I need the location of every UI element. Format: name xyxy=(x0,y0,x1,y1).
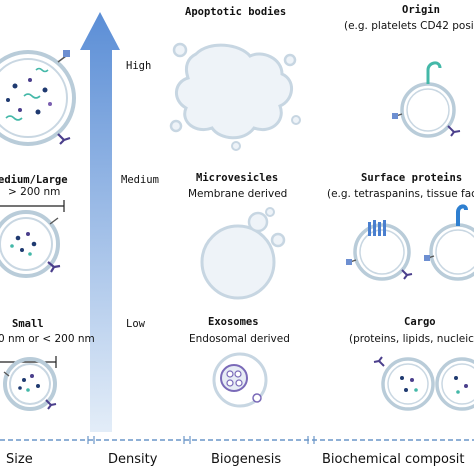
medium-vesicle-icon xyxy=(0,200,65,278)
exosomes-label: Exosomes xyxy=(208,316,259,328)
surface-vesicle-right-icon xyxy=(424,204,474,281)
density-high-label: High xyxy=(126,60,152,72)
surface-proteins-sub-label: (e.g. tetraspanins, tissue fac xyxy=(327,188,474,200)
microvesicle-icon xyxy=(200,207,286,300)
microvesicles-label: Microvesicles xyxy=(196,172,279,184)
footer-biogenesis-label: Biogenesis xyxy=(211,452,282,467)
small-vesicle-icon xyxy=(0,356,57,411)
footer-size-label: Size xyxy=(6,452,33,467)
density-medium-label: Medium xyxy=(121,174,159,186)
cargo-vesicle-right-icon xyxy=(435,357,474,411)
membrane-derived-label: Membrane derived xyxy=(188,188,288,200)
apoptotic-body-icon xyxy=(169,42,301,151)
surface-vesicle-left-icon xyxy=(346,220,413,281)
apoptotic-bodies-label: Apoptotic bodies xyxy=(185,6,287,18)
endosomal-derived-label: Endosomal derived xyxy=(189,333,290,345)
density-low-label: Low xyxy=(126,318,145,330)
size-lt200-label: 0 nm or < 200 nm xyxy=(0,333,95,345)
size-medium-large-label: edium/Large xyxy=(0,174,68,186)
footer-density-label: Density xyxy=(108,452,158,467)
cargo-sub-label: (proteins, lipids, nucleic xyxy=(349,333,474,345)
size-small-label: Small xyxy=(12,318,44,330)
footer-divider xyxy=(0,436,474,444)
surface-proteins-label: Surface proteins xyxy=(361,172,463,184)
density-arrow xyxy=(80,12,120,432)
size-gt200-label: > 200 nm xyxy=(8,186,61,198)
origin-vesicle-icon xyxy=(392,61,461,138)
cargo-label: Cargo xyxy=(404,316,436,328)
cargo-vesicle-left-icon xyxy=(373,356,435,411)
exosome-cell-icon xyxy=(212,352,268,408)
origin-label: Origin xyxy=(402,4,440,16)
origin-sub-label: (e.g. platelets CD42 posi xyxy=(344,20,474,32)
footer-biochemical-label: Biochemical composit xyxy=(322,452,465,467)
large-vesicle-icon xyxy=(0,50,76,146)
